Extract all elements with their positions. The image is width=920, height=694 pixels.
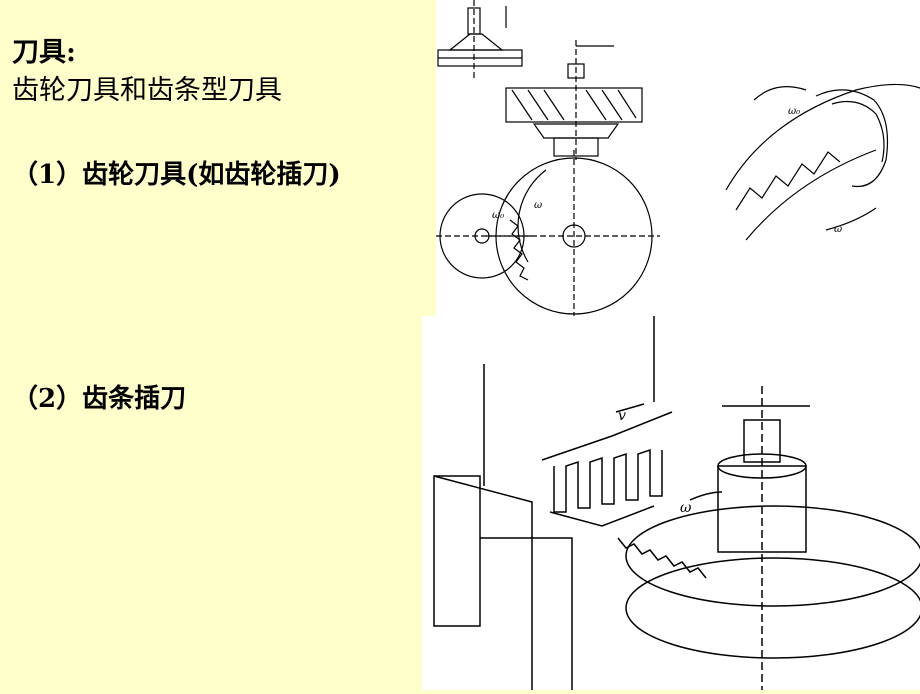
- omega-label-bottom: ω: [680, 500, 692, 516]
- rack-shaper-figure: v ω: [422, 316, 920, 690]
- gear-shaper-figure: ω₀ ω ω₀ ω: [436, 0, 920, 316]
- slide-subtitle: 齿轮刀具和齿条型刀具: [12, 75, 282, 106]
- velocity-label: v: [618, 408, 626, 424]
- gear-shaper-diagram: ω₀ ω ω₀ ω: [436, 0, 920, 316]
- omega-label-right: ω: [834, 224, 842, 235]
- omega0-label-right: ω₀: [788, 106, 800, 117]
- rack-shaper-diagram: v ω: [433, 316, 920, 690]
- item-gear-cutter: （1）齿轮刀具(如齿轮插刀): [12, 160, 341, 190]
- slide-title: 刀具:: [12, 37, 76, 68]
- omega-label: ω: [534, 200, 542, 211]
- item-rack-cutter: （2）齿条插刀: [12, 384, 187, 414]
- omega0-label: ω₀: [492, 210, 504, 221]
